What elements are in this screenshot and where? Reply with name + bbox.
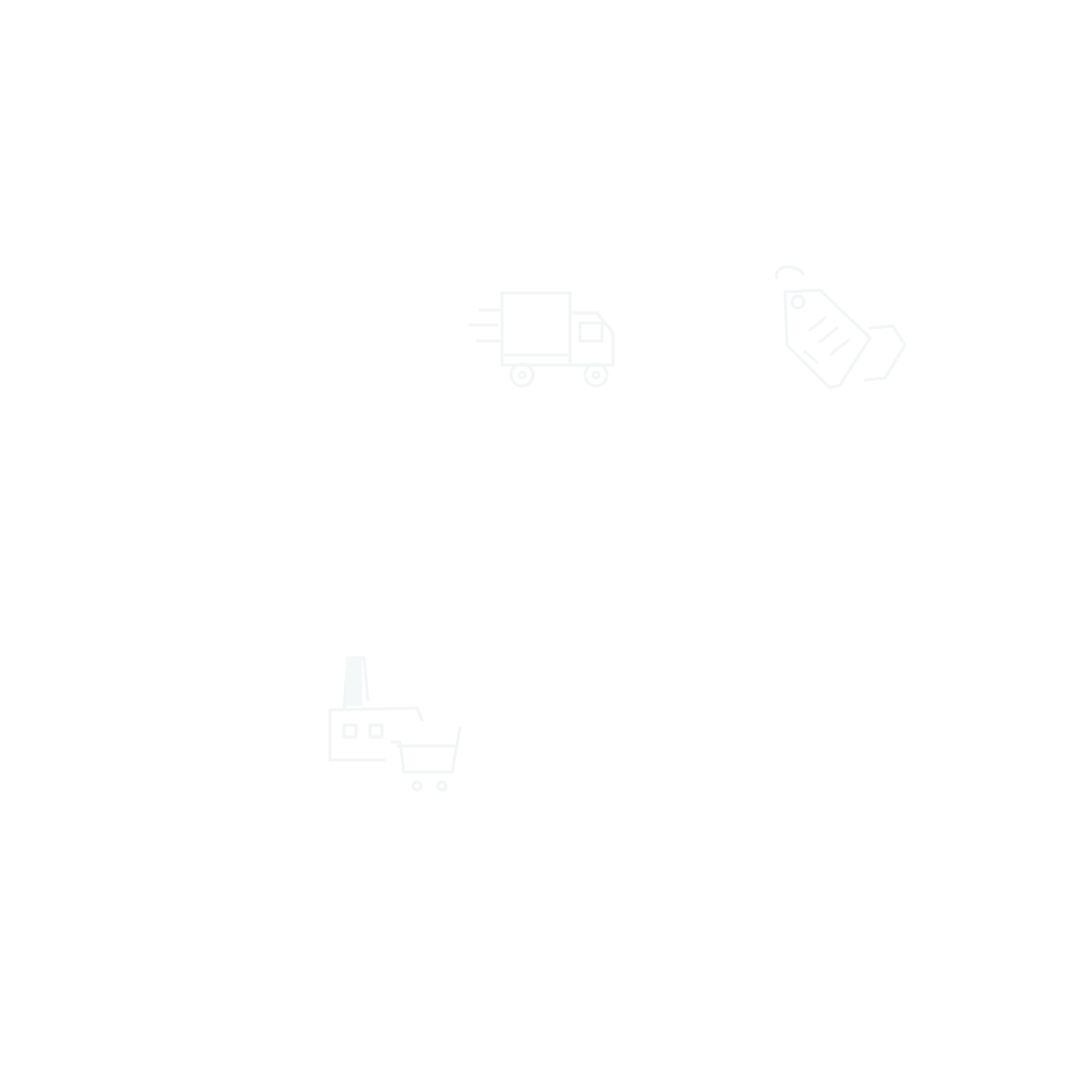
delivery-truck-icon bbox=[465, 285, 620, 395]
price-tag-icon bbox=[765, 260, 910, 400]
shop-cart-icon bbox=[322, 650, 467, 800]
